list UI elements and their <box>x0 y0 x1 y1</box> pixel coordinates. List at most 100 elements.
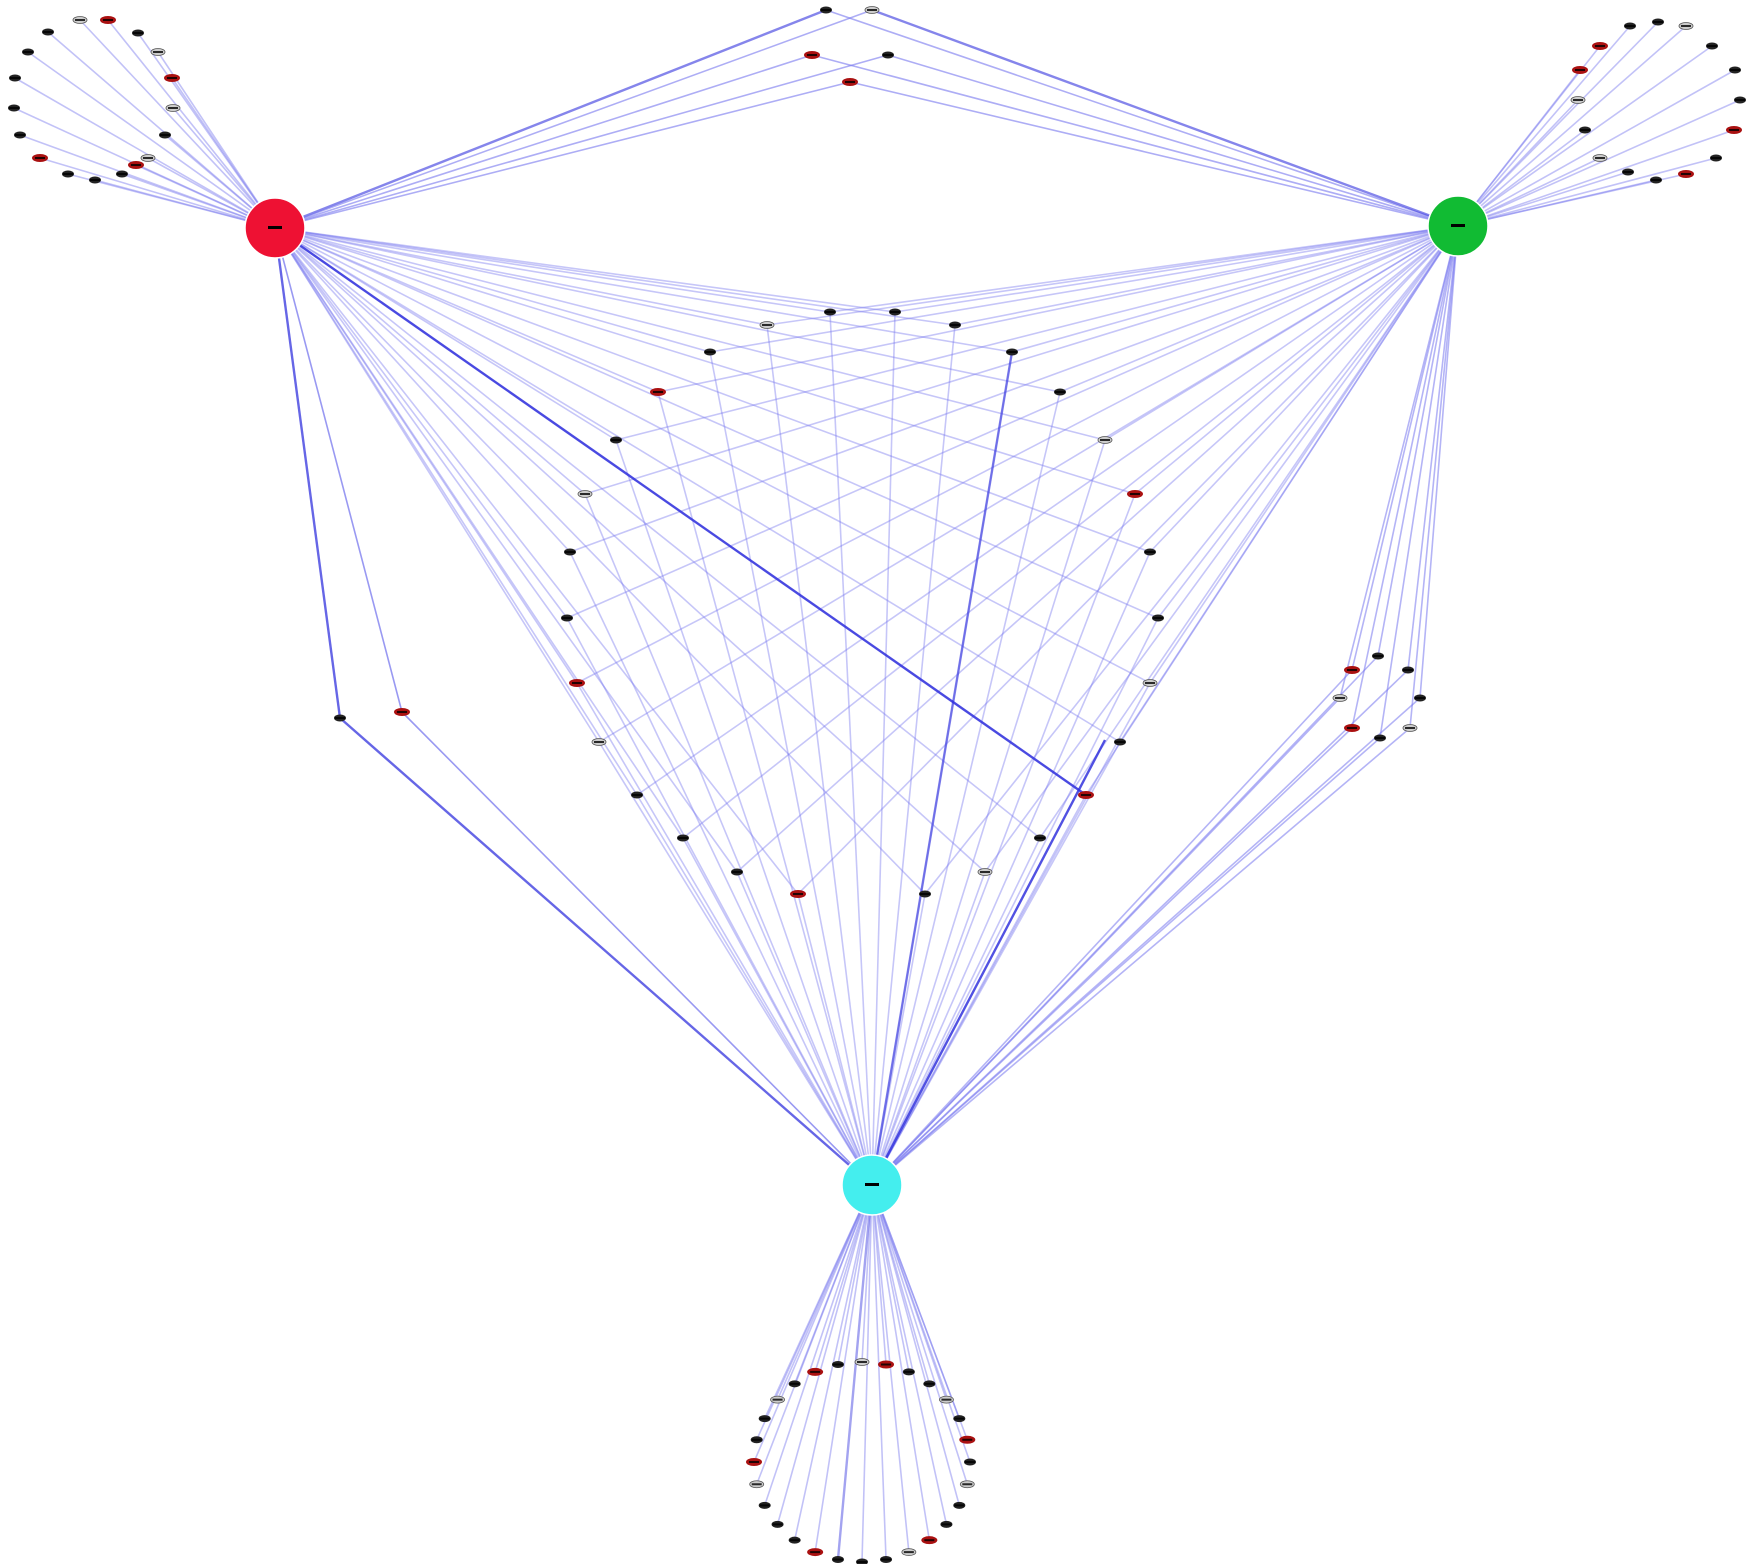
red-cluster-node[interactable] <box>100 16 116 24</box>
red-cluster-node[interactable] <box>9 74 21 82</box>
green-cluster-node[interactable] <box>1572 66 1588 74</box>
inner-node[interactable] <box>1144 548 1156 556</box>
cyan-cluster-node[interactable] <box>902 1368 915 1376</box>
right-group-node[interactable] <box>1374 734 1386 742</box>
cyan-cluster-node[interactable] <box>964 1458 976 1466</box>
cyan-cluster-node[interactable] <box>939 1395 954 1404</box>
cyan-cluster-node[interactable] <box>750 1436 763 1444</box>
red-cluster-node[interactable] <box>159 131 171 139</box>
green-cluster-node[interactable] <box>1622 168 1634 176</box>
right-group-node[interactable] <box>1332 694 1348 702</box>
red-cluster-node[interactable] <box>164 74 180 82</box>
inner-node[interactable] <box>569 679 585 687</box>
inner-node[interactable] <box>704 348 716 356</box>
green-cluster-node[interactable] <box>1734 96 1746 104</box>
inner-node[interactable] <box>1006 348 1018 356</box>
hub-red[interactable] <box>244 197 306 259</box>
inner-node[interactable] <box>650 388 666 396</box>
hub-cyan[interactable] <box>841 1154 903 1216</box>
cyan-cluster-node[interactable] <box>749 1480 765 1489</box>
cyan-cluster-node[interactable] <box>831 1555 844 1563</box>
cyan-cluster-node[interactable] <box>953 1415 966 1423</box>
green-cluster-node[interactable] <box>1729 66 1741 74</box>
green-cluster-node[interactable] <box>1652 18 1664 26</box>
inner-node[interactable] <box>790 890 806 898</box>
red-cluster-node[interactable] <box>8 104 20 112</box>
green-cluster-node[interactable] <box>1592 42 1608 50</box>
green-cluster-node[interactable] <box>1726 126 1742 134</box>
red-cluster-node[interactable] <box>32 154 48 162</box>
inner-node[interactable] <box>1127 490 1143 498</box>
green-cluster-node[interactable] <box>1710 154 1722 162</box>
right-group-node[interactable] <box>1344 666 1360 674</box>
green-cluster-node[interactable] <box>1579 126 1591 134</box>
inner-node[interactable] <box>577 490 593 498</box>
top-shared-node[interactable] <box>882 51 894 59</box>
cyan-cluster-node[interactable] <box>953 1501 966 1509</box>
cyan-cluster-node[interactable] <box>831 1361 844 1369</box>
top-shared-node[interactable] <box>820 6 832 14</box>
cyan-cluster-node[interactable] <box>901 1548 917 1556</box>
right-group-node[interactable] <box>1372 652 1384 660</box>
cyan-cluster-node[interactable] <box>854 1358 870 1366</box>
cyan-cluster-node[interactable] <box>788 1380 801 1388</box>
cyan-cluster-node[interactable] <box>807 1367 824 1376</box>
cyan-cluster-node[interactable] <box>959 1435 976 1444</box>
inner-node[interactable] <box>591 738 607 746</box>
inner-node[interactable] <box>889 308 901 316</box>
cyan-cluster-node[interactable] <box>880 1555 893 1563</box>
right-group-node[interactable] <box>1402 666 1414 674</box>
red-cluster-node[interactable] <box>89 176 101 184</box>
green-cluster-node[interactable] <box>1592 154 1608 162</box>
top-shared-node[interactable] <box>842 78 858 86</box>
cyan-cluster-node[interactable] <box>746 1458 762 1466</box>
inner-node[interactable] <box>977 868 993 876</box>
cyan-cluster-node[interactable] <box>959 1480 975 1489</box>
right-group-node[interactable] <box>1414 694 1426 702</box>
inner-node[interactable] <box>731 868 743 876</box>
cyan-cluster-node[interactable] <box>770 1395 785 1404</box>
inner-node[interactable] <box>1142 679 1158 687</box>
hub-green[interactable] <box>1427 195 1489 257</box>
cyan-cluster-node[interactable] <box>771 1520 784 1528</box>
green-cluster-node[interactable] <box>1570 96 1586 104</box>
right-group-node[interactable] <box>1402 724 1418 732</box>
green-cluster-node[interactable] <box>1624 22 1636 30</box>
inner-node[interactable] <box>759 321 775 329</box>
red-cluster-node[interactable] <box>116 170 128 178</box>
red-cluster-node[interactable] <box>132 29 144 37</box>
cyan-cluster-node[interactable] <box>788 1536 801 1544</box>
inner-node[interactable] <box>631 791 643 799</box>
cyan-cluster-node[interactable] <box>807 1548 824 1557</box>
red-cluster-node[interactable] <box>22 48 34 56</box>
inner-node[interactable] <box>564 548 576 556</box>
inner-node[interactable] <box>610 436 622 444</box>
red-cluster-node[interactable] <box>62 170 74 178</box>
inner-node[interactable] <box>561 614 573 622</box>
green-cluster-node[interactable] <box>1678 22 1694 30</box>
top-shared-node[interactable] <box>804 51 820 59</box>
red-cluster-node[interactable] <box>150 48 166 56</box>
red-cluster-node[interactable] <box>165 104 181 112</box>
red-cluster-node[interactable] <box>14 131 26 139</box>
cyan-cluster-node[interactable] <box>878 1360 895 1369</box>
right-group-node[interactable] <box>1344 724 1360 732</box>
inner-node[interactable] <box>949 321 961 329</box>
cyan-cluster-node[interactable] <box>758 1415 771 1423</box>
inner-node[interactable] <box>824 308 836 316</box>
inner-node[interactable] <box>1152 614 1164 622</box>
cyan-cluster-node[interactable] <box>758 1501 771 1509</box>
inner-node[interactable] <box>1097 436 1113 444</box>
inner-node[interactable] <box>677 834 689 842</box>
red-cluster-node[interactable] <box>42 28 54 36</box>
left-pair-node[interactable] <box>334 714 346 722</box>
red-cluster-node[interactable] <box>72 16 88 24</box>
cyan-cluster-node[interactable] <box>921 1536 938 1545</box>
inner-node[interactable] <box>1078 791 1094 799</box>
inner-node[interactable] <box>1114 738 1126 746</box>
inner-node[interactable] <box>919 890 931 898</box>
cyan-cluster-node[interactable] <box>923 1380 936 1388</box>
top-shared-node[interactable] <box>864 6 880 14</box>
cyan-cluster-node[interactable] <box>940 1520 953 1528</box>
red-cluster-node[interactable] <box>128 161 144 169</box>
